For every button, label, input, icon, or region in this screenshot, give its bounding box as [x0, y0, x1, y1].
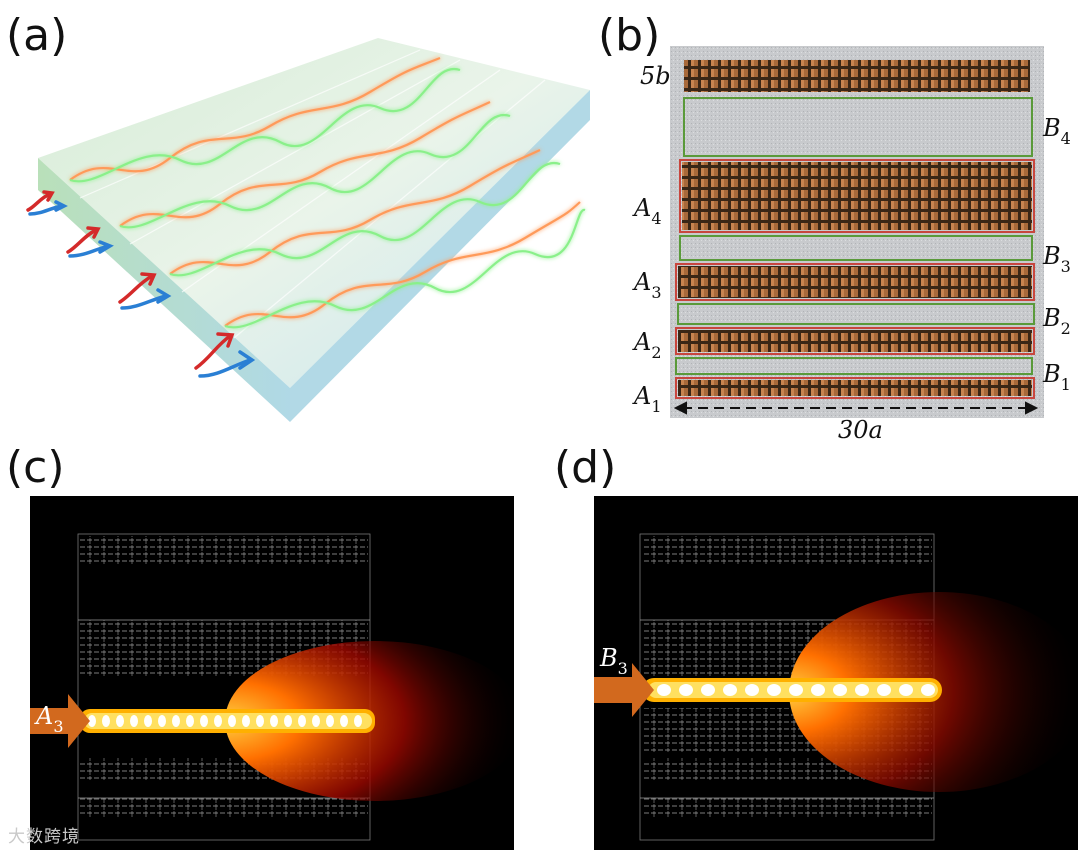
width-dimension-arrow [673, 401, 1039, 415]
slab-front-face [38, 158, 290, 422]
lattice-A4-d [642, 536, 932, 564]
label-A3: A3 [634, 268, 662, 302]
strip-A1 [675, 377, 1035, 399]
strip-B2 [677, 303, 1035, 325]
label-B3: B3 [1043, 242, 1071, 276]
label-B4: B4 [1043, 114, 1071, 148]
crystal-A3 [678, 266, 1032, 298]
label-B2: B2 [1043, 304, 1071, 338]
width-label-30a: 30a [838, 416, 883, 444]
strip-A2 [675, 327, 1035, 355]
panel-a-label: (a) [6, 10, 68, 61]
crystal-A4 [682, 162, 1032, 230]
label-A4: A4 [634, 194, 662, 228]
arrow-label-c: A3 [36, 702, 64, 736]
crystal-A2 [678, 330, 1032, 352]
guided-waves [69, 56, 586, 329]
label-A1: A1 [634, 382, 662, 416]
strip-A3 [675, 263, 1035, 301]
arrow-label-d: B3 [600, 644, 628, 678]
input-arrow-c [30, 694, 90, 748]
panel-a-schematic [26, 38, 590, 422]
panel-d-label: (d) [554, 442, 617, 493]
panel-b-strips [670, 46, 1044, 418]
slab-top-face [38, 38, 590, 388]
field-hotspots-d [657, 684, 935, 696]
label-A2: A2 [634, 328, 662, 362]
strip-B3 [679, 235, 1033, 261]
top-label-5b: 5b [640, 62, 671, 90]
panel-b-label: (b) [598, 10, 661, 61]
field-hotspots-c [88, 715, 362, 727]
strip-B4 [683, 97, 1033, 157]
slab-right-face [290, 90, 590, 422]
panel-c-label: (c) [6, 442, 65, 493]
strip-boundaries [79, 49, 546, 339]
input-arrow-d [594, 663, 654, 717]
lattice-A1-c [80, 798, 368, 818]
input-arrows [26, 190, 256, 378]
lattice-A1-d [642, 798, 932, 818]
strip-B1 [675, 357, 1033, 375]
label-B1: B1 [1043, 360, 1071, 394]
crystal-top [684, 60, 1030, 92]
panel-d-field-map [594, 496, 1078, 850]
strip-A4 [679, 159, 1035, 233]
watermark: 大数跨境 [8, 827, 80, 847]
lattice-A4-c [80, 536, 368, 564]
crystal-A1 [678, 380, 1032, 396]
panel-c-field-map [30, 496, 514, 850]
